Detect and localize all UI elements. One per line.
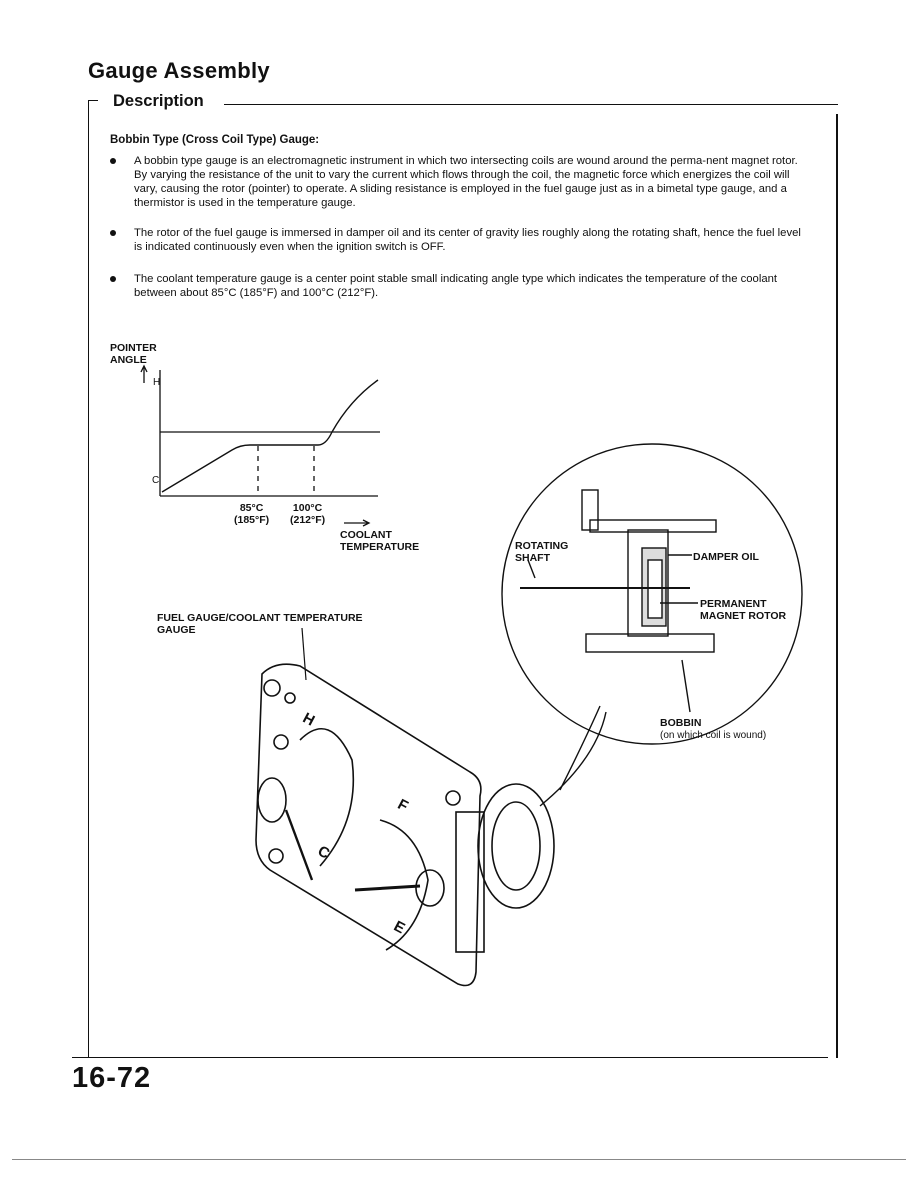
top-flange — [589, 519, 717, 533]
shaft-leader — [527, 559, 536, 579]
bullet-item: The rotor of the fuel gauge is immersed … — [110, 226, 810, 254]
x-arrow-head — [362, 519, 371, 527]
bobbin-detail — [501, 443, 803, 807]
damper-oil-label: DAMPER OIL — [693, 551, 759, 563]
frame-right-border — [836, 114, 838, 1058]
frame-bottom-border — [72, 1057, 828, 1058]
screw-hole — [284, 692, 296, 704]
bullet-item: The coolant temperature gauge is a cente… — [110, 272, 810, 300]
tick2-label: 100°C (212°F) — [290, 502, 326, 526]
bullet-icon — [110, 230, 116, 236]
section-heading: Description — [113, 92, 204, 110]
bobbin-core — [627, 529, 669, 637]
y-top-label: H — [153, 377, 161, 388]
bullet-item: A bobbin type gauge is an electromagneti… — [110, 154, 810, 210]
pointer-angle-graph — [140, 364, 380, 527]
mount-hole — [273, 734, 289, 750]
page-number: 16-72 — [72, 1062, 152, 1094]
detail-circle — [501, 443, 803, 745]
section-rule — [224, 104, 838, 105]
bullet-text: The rotor of the fuel gauge is immersed … — [134, 227, 801, 253]
mount-hole — [445, 790, 461, 806]
bobbin-leader — [681, 659, 691, 713]
frame-left-border — [88, 100, 89, 1058]
tick1-label: 85°C (185°F) — [234, 502, 270, 526]
page-title: Gauge Assembly — [88, 58, 270, 83]
gauge-plate — [255, 663, 482, 987]
detail-callout-line — [559, 705, 601, 791]
mount-hole — [268, 848, 284, 864]
fuel-dial-arc — [379, 819, 429, 951]
y-axis-label: POINTER ANGLE — [110, 342, 157, 366]
bullet-icon — [110, 276, 116, 282]
temp-dial-arc — [299, 728, 355, 867]
x-axis-label: COOLANT TEMPERATURE — [340, 529, 420, 553]
bottom-flange — [585, 633, 715, 653]
cross-coil-unit — [477, 783, 555, 909]
subheading: Bobbin Type (Cross Coil Type) Gauge: — [110, 134, 320, 146]
cross-coil-winding — [491, 801, 541, 891]
gauge-leader — [301, 627, 307, 681]
pivot-hub — [257, 777, 287, 823]
y-arrow-head — [140, 364, 148, 373]
gauge-curve — [161, 379, 379, 493]
rotating-shaft-label: ROTATING SHAFT — [515, 540, 569, 564]
pivot-hub — [415, 869, 445, 907]
gauge-assembly — [255, 627, 555, 987]
temp-pointer — [284, 809, 314, 881]
screw-hole — [263, 679, 281, 697]
bullet-icon — [110, 158, 116, 164]
coil-bracket — [455, 811, 485, 953]
detail-callout-line — [539, 711, 607, 807]
magnet-rotor-label: PERMANENT MAGNET ROTOR — [700, 598, 787, 622]
frame-corner — [88, 100, 98, 101]
bullet-text: The coolant temperature gauge is a cente… — [134, 273, 778, 299]
bullet-text: A bobbin type gauge is an electromagneti… — [134, 155, 798, 209]
bobbin-note: (on which coil is wound) — [660, 730, 767, 741]
y-bottom-label: C — [152, 475, 160, 486]
footer-rule — [12, 1159, 906, 1160]
gauge-label: FUEL GAUGE/COOLANT TEMPERATURE GAUGE — [157, 612, 363, 636]
fuel-pointer — [354, 884, 421, 892]
bobbin-label: BOBBIN — [660, 717, 702, 729]
